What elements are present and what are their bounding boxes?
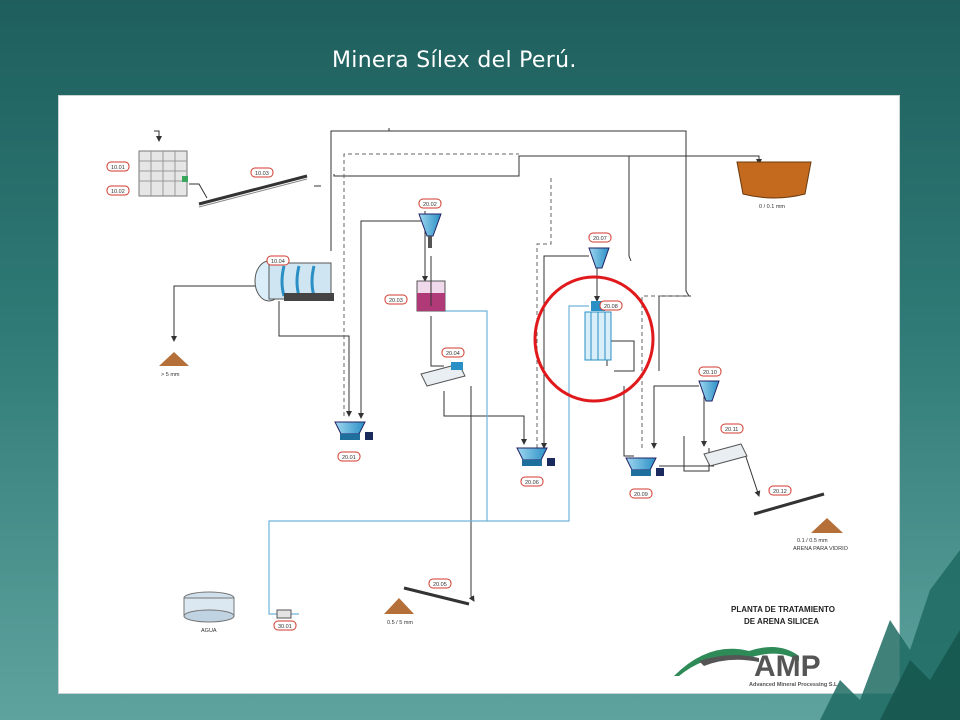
- tag-10-03: 10.03: [250, 167, 274, 178]
- fines-settling-tank: [736, 161, 812, 199]
- hydrocyclone-20-02: [418, 213, 442, 248]
- dashed-lines: [343, 153, 689, 448]
- label-water: AGUA: [201, 628, 217, 634]
- water-pump-30-01: [276, 609, 292, 619]
- label-glass-size: 0.1 / 0.5 mm: [797, 538, 828, 544]
- highlight-circle: [533, 275, 655, 403]
- tag-10-04: 10.04: [266, 255, 290, 266]
- svg-text:20.07: 20.07: [593, 236, 607, 242]
- tag-20-05: 20.05: [428, 578, 452, 589]
- sump-pump-20-01: [334, 421, 373, 440]
- flow-diagram-panel: 10.01 10.02 10.03 10.04 20.01 20.02 20.0…: [58, 95, 900, 694]
- tag-20-04: 20.04: [441, 347, 465, 358]
- tag-20-08: 20.08: [599, 300, 623, 311]
- hydrosizer-column-20-08: [584, 301, 612, 361]
- classifier-20-11: [703, 443, 748, 467]
- sump-pump-20-06: [516, 447, 555, 466]
- tag-30-01: 30.01: [273, 620, 297, 631]
- label-coarse: 0.5 / 5 mm: [387, 620, 413, 626]
- attrition-cell-20-03: [416, 256, 446, 312]
- plant-title-line1: PLANTA DE TRATAMIENTO: [731, 605, 835, 614]
- process-flow-diagram: 10.01 10.02 10.03 10.04 20.01 20.02 20.0…: [106, 128, 849, 688]
- svg-text:20.11: 20.11: [725, 427, 738, 433]
- svg-text:20.05: 20.05: [433, 582, 447, 588]
- svg-text:20.12: 20.12: [773, 489, 787, 495]
- label-oversize: > 5 mm: [161, 372, 180, 378]
- tag-10-01: 10.01: [106, 161, 130, 172]
- svg-text:30.01: 30.01: [278, 624, 292, 630]
- tag-20-07: 20.07: [588, 232, 612, 243]
- svg-text:10.02: 10.02: [111, 189, 125, 195]
- water-tank: [183, 591, 235, 623]
- sand-pile-oversize: [159, 352, 189, 366]
- tag-20-06: 20.06: [520, 476, 544, 487]
- sump-pump-20-09: [625, 457, 664, 476]
- conveyor-10-03: [198, 174, 308, 208]
- logo-subtitle: Advanced Mineral Processing S.L.: [749, 682, 839, 688]
- label-glass-name: ARENA PARA VIDRIO: [793, 546, 849, 552]
- sand-pile-glass: [811, 518, 843, 533]
- classifier-20-04: [420, 362, 466, 387]
- conveyor-20-05: [403, 586, 470, 606]
- amp-logo: AMP Advanced Mineral Processing S.L.: [674, 647, 839, 688]
- hydrocyclone-20-10: [698, 380, 720, 402]
- tag-10-02: 10.02: [106, 185, 130, 196]
- background-mountain-decoration: [820, 550, 960, 720]
- tag-20-02: 20.02: [418, 198, 442, 209]
- svg-text:20.09: 20.09: [634, 492, 648, 498]
- tag-20-12: 20.12: [768, 485, 792, 496]
- tag-20-09: 20.09: [629, 488, 653, 499]
- svg-text:20.02: 20.02: [423, 202, 437, 208]
- svg-text:20.08: 20.08: [604, 304, 618, 310]
- svg-text:20.03: 20.03: [389, 298, 403, 304]
- svg-text:20.04: 20.04: [446, 351, 460, 357]
- vibrating-screen-10-01: [138, 150, 188, 197]
- svg-text:20.06: 20.06: [525, 480, 539, 486]
- svg-text:20.01: 20.01: [342, 455, 356, 461]
- conveyor-20-12: [753, 492, 825, 516]
- hydrocyclone-20-07: [588, 247, 610, 269]
- plant-title-line2: DE ARENA SILICEA: [744, 617, 819, 626]
- svg-text:10.03: 10.03: [255, 171, 269, 177]
- svg-text:20.10: 20.10: [703, 370, 717, 376]
- svg-text:10.04: 10.04: [271, 259, 285, 265]
- svg-text:10.01: 10.01: [111, 165, 125, 171]
- tag-20-11: 20.11: [720, 423, 744, 434]
- slide-title: Minera Sílex del Perú.: [332, 48, 577, 73]
- logo-name: AMP: [754, 650, 821, 683]
- tag-20-10: 20.10: [698, 366, 722, 377]
- sand-pile-coarse: [384, 598, 414, 614]
- label-fines: 0 / 0.1 mm: [759, 204, 785, 210]
- trommel-scrubber-10-04: [254, 260, 334, 302]
- tag-20-01: 20.01: [337, 451, 361, 462]
- tag-20-03: 20.03: [384, 294, 408, 305]
